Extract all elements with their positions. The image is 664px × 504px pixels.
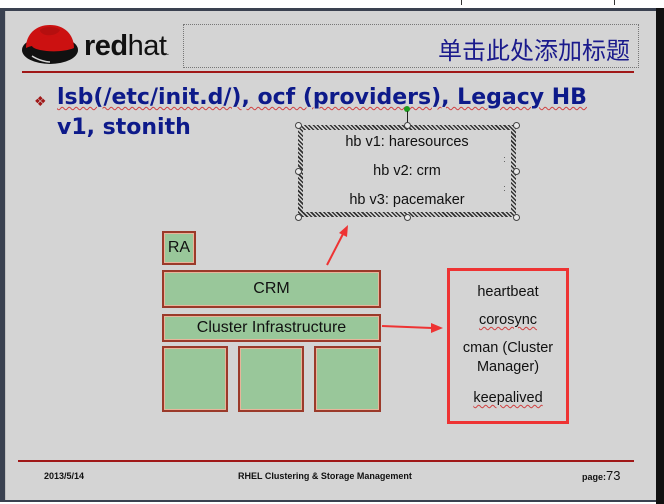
- resize-handle[interactable]: [513, 168, 520, 175]
- cluster-infrastructure-block[interactable]: Cluster Infrastructure: [162, 314, 381, 342]
- redhat-logo: redhat.: [20, 22, 185, 66]
- option-item: corosync: [478, 312, 538, 328]
- bottom-block[interactable]: [162, 346, 228, 412]
- resize-handle[interactable]: [295, 168, 302, 175]
- text-marker: ··: [503, 152, 506, 166]
- resize-handle[interactable]: [513, 122, 520, 129]
- resize-handle[interactable]: [404, 214, 411, 221]
- title-placeholder[interactable]: 单击此处添加标题: [183, 24, 639, 68]
- bullet-line-1: lsb(/etc/init.d/), ocf (providers), Lega…: [57, 85, 587, 110]
- ra-label: RA: [167, 239, 191, 256]
- slide-title: 单击此处添加标题: [438, 37, 630, 65]
- redhat-wordmark: redhat.: [84, 30, 169, 62]
- resize-handle[interactable]: [295, 122, 302, 129]
- top-tick: [461, 0, 462, 5]
- resize-handle[interactable]: [404, 122, 411, 129]
- text-marker: ··: [503, 181, 506, 195]
- option-item: cman (Cluster Manager): [462, 340, 554, 375]
- hb-version-item: hb v3: pacemaker: [349, 192, 465, 208]
- rotation-stem: [407, 111, 408, 124]
- option-item: keepalived: [473, 390, 543, 406]
- infrastructure-options-box[interactable]: heartbeat corosync cman (Cluster Manager…: [447, 268, 569, 424]
- hb-version-item: hb v1: haresources: [345, 134, 469, 150]
- crm-block[interactable]: CRM: [162, 270, 381, 308]
- top-tick: [614, 0, 615, 5]
- diamond-bullet-icon: ❖: [34, 93, 47, 109]
- footer-date: 2013/5/14: [44, 471, 85, 481]
- cluster-infrastructure-label: Cluster Infrastructure: [196, 319, 347, 336]
- resize-handle[interactable]: [295, 214, 302, 221]
- hb-versions-textbox[interactable]: hb v1: haresources hb v2: crm hb v3: pac…: [298, 125, 516, 217]
- footer-page: page:73: [582, 468, 620, 483]
- ra-block[interactable]: RA: [162, 231, 196, 265]
- footer-divider: [18, 460, 634, 462]
- page-label: page:: [582, 472, 607, 482]
- bottom-block[interactable]: [314, 346, 381, 412]
- bullet-line-2: v1, stonith: [57, 115, 191, 140]
- hb-version-item: hb v2: crm: [373, 163, 441, 179]
- bullet-text[interactable]: lsb(/etc/init.d/), ocf (providers), Lega…: [57, 83, 637, 143]
- title-divider: [22, 71, 634, 73]
- option-item: heartbeat: [477, 284, 539, 300]
- resize-handle[interactable]: [513, 214, 520, 221]
- rotation-handle[interactable]: [404, 106, 410, 112]
- window-frame-edge: [656, 8, 664, 504]
- crm-label: CRM: [253, 280, 290, 297]
- redhat-shadowman-icon: [22, 25, 78, 64]
- bottom-block[interactable]: [238, 346, 304, 412]
- page-number: 73: [606, 468, 621, 483]
- window-top-strip: [0, 0, 664, 8]
- footer-title: RHEL Clustering & Storage Management: [238, 471, 412, 481]
